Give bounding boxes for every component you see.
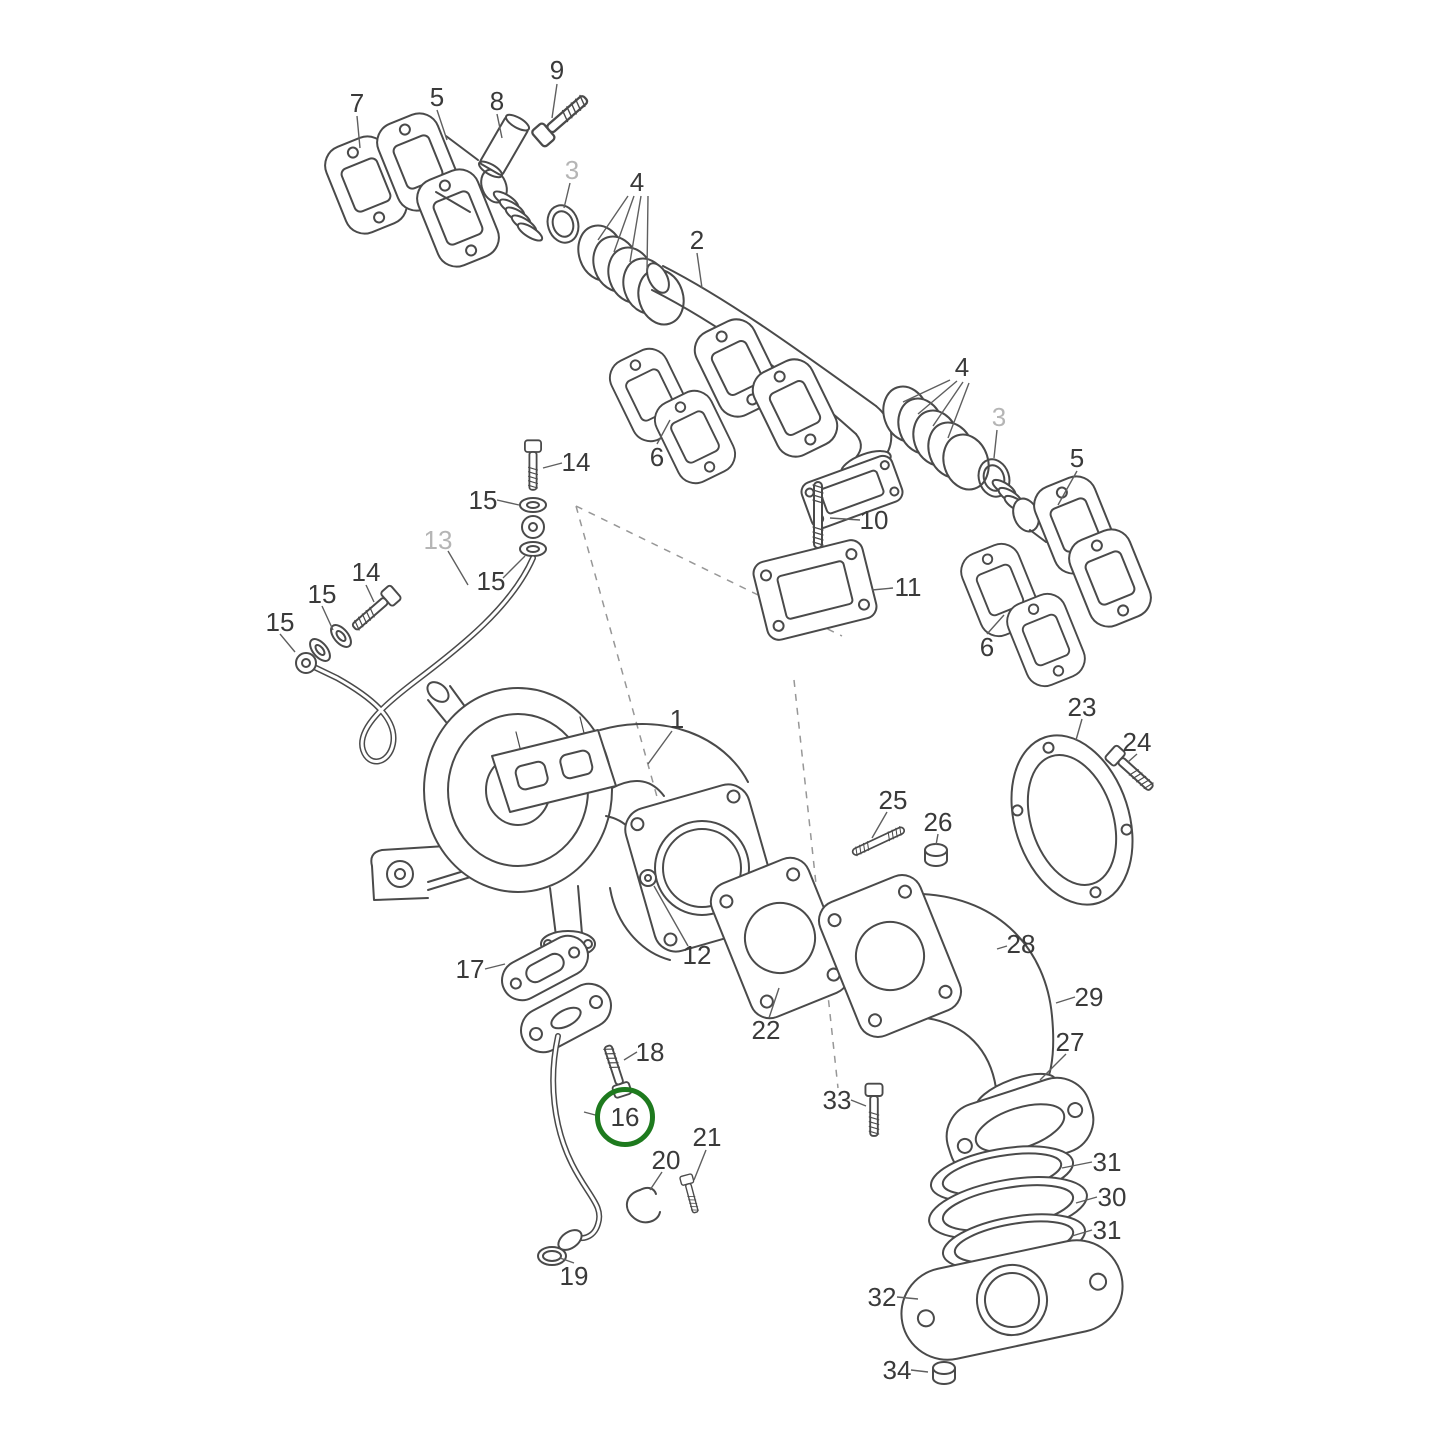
part-label-18[interactable]: 18 <box>635 1037 665 1067</box>
part-label-26[interactable]: 26 <box>923 807 953 837</box>
part-label-25[interactable]: 25 <box>878 785 908 815</box>
part-label-16[interactable]: 16 <box>595 1087 655 1147</box>
part-label-7[interactable]: 7 <box>349 88 365 118</box>
part-label-4[interactable]: 4 <box>954 352 970 382</box>
part-label-6[interactable]: 6 <box>979 632 995 662</box>
part-27-exhaust-elbow <box>817 874 1095 1180</box>
part-label-3[interactable]: 3 <box>564 155 580 185</box>
part-label-2[interactable]: 2 <box>689 225 705 255</box>
part-label-15[interactable]: 15 <box>307 579 337 609</box>
part-17-gasket <box>501 934 589 1002</box>
part-label-6[interactable]: 6 <box>649 442 665 472</box>
part-label-11[interactable]: 11 <box>894 572 922 602</box>
part-5-manifold-right <box>991 469 1158 634</box>
part-23-retainer-ring <box>1010 734 1134 906</box>
part-label-31[interactable]: 31 <box>1092 1147 1122 1177</box>
part-label-8[interactable]: 8 <box>489 86 505 116</box>
part-11-gasket-plate <box>752 539 878 641</box>
part-label-15[interactable]: 15 <box>468 485 498 515</box>
part-19-oring <box>537 1246 567 1266</box>
part-label-19[interactable]: 19 <box>559 1261 589 1291</box>
part-8-sleeve <box>477 113 531 179</box>
callout-leader-lines <box>279 83 1138 1373</box>
part-label-15[interactable]: 15 <box>265 607 295 637</box>
part-label-13[interactable]: 13 <box>423 525 453 555</box>
part-label-34[interactable]: 34 <box>882 1355 912 1385</box>
part-label-15[interactable]: 15 <box>476 566 506 596</box>
part-label-29[interactable]: 29 <box>1074 982 1104 1012</box>
part-20-clip <box>625 1186 661 1224</box>
part-label-20[interactable]: 20 <box>651 1145 681 1175</box>
part-16-oil-drain-pipe <box>520 982 612 1251</box>
part-label-1[interactable]: 1 <box>669 704 685 734</box>
part-label-22[interactable]: 22 <box>751 1015 781 1045</box>
part-2-manifold-center <box>646 262 904 530</box>
part-label-28[interactable]: 28 <box>1006 929 1036 959</box>
part-label-27[interactable]: 27 <box>1055 1027 1085 1057</box>
part-label-21[interactable]: 21 <box>692 1122 722 1152</box>
part-label-12[interactable]: 12 <box>682 940 712 970</box>
oil-feed-line-group <box>295 439 547 765</box>
part-label-5[interactable]: 5 <box>429 82 445 112</box>
part-label-3[interactable]: 3 <box>991 402 1007 432</box>
part-label-4[interactable]: 4 <box>629 167 645 197</box>
part-12-fitting <box>639 869 657 887</box>
part-label-5[interactable]: 5 <box>1069 443 1085 473</box>
part-label-9[interactable]: 9 <box>549 55 565 85</box>
part-label-31[interactable]: 31 <box>1092 1215 1122 1245</box>
part-label-32[interactable]: 32 <box>867 1282 897 1312</box>
part-label-24[interactable]: 24 <box>1122 727 1152 757</box>
part-label-23[interactable]: 23 <box>1067 692 1097 722</box>
part-label-14[interactable]: 14 <box>561 447 591 477</box>
part-label-30[interactable]: 30 <box>1097 1182 1127 1212</box>
part-label-14[interactable]: 14 <box>351 557 381 587</box>
part-32-flange-plate <box>900 1239 1124 1361</box>
part-label-33[interactable]: 33 <box>822 1085 852 1115</box>
part-label-10[interactable]: 10 <box>859 505 889 535</box>
part-label-17[interactable]: 17 <box>455 954 485 984</box>
